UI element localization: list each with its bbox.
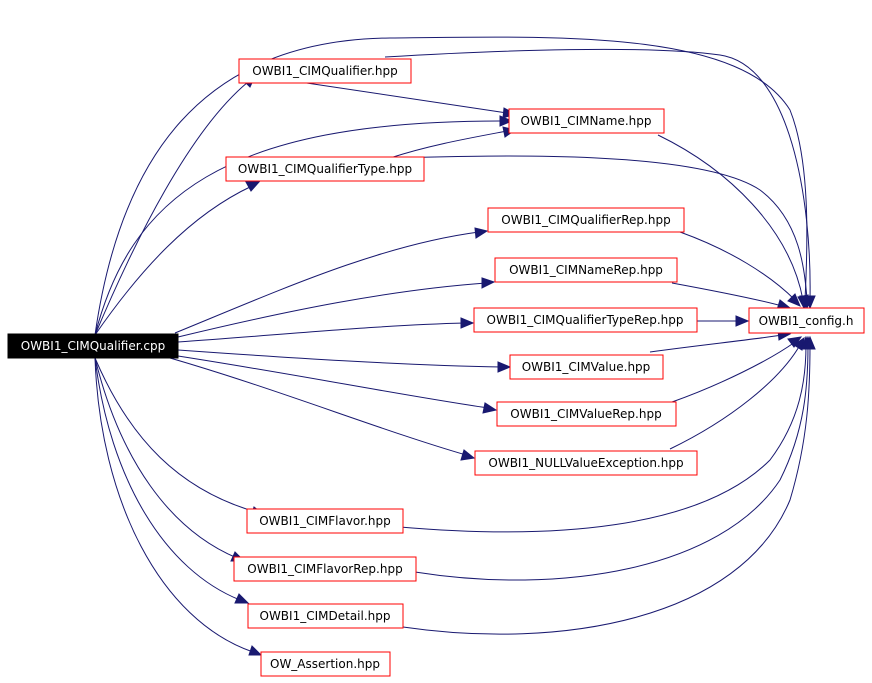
node-config-h[interactable]: OWBI1_config.h bbox=[748, 307, 865, 334]
node-label: OWBI1_CIMQualifier.cpp bbox=[21, 339, 165, 353]
node-qualifier-rep-hpp[interactable]: OWBI1_CIMQualifierRep.hpp bbox=[487, 207, 685, 233]
edge-root-to-flavor-hpp bbox=[94, 357, 257, 513]
edge-root-to-name-hpp bbox=[94, 120, 506, 336]
node-value-rep-hpp[interactable]: OWBI1_CIMValueRep.hpp bbox=[496, 401, 677, 427]
node-label: OWBI1_CIMName.hpp bbox=[520, 114, 651, 128]
node-value-hpp[interactable]: OWBI1_CIMValue.hpp bbox=[509, 354, 664, 380]
arrowhead bbox=[481, 277, 496, 289]
arrowhead bbox=[787, 293, 801, 307]
edge-name-rep-hpp-to-config-h bbox=[671, 282, 783, 307]
arrowhead bbox=[735, 315, 750, 327]
node-label: OWBI1_CIMQualifierRep.hpp bbox=[501, 213, 670, 227]
edge-root-to-null-value-exception-hpp bbox=[169, 357, 467, 456]
edge-name-hpp-to-config-h bbox=[657, 134, 804, 301]
node-name-hpp[interactable]: OWBI1_CIMName.hpp bbox=[508, 108, 665, 134]
node-flavor-rep-hpp[interactable]: OWBI1_CIMFlavorRep.hpp bbox=[233, 556, 417, 582]
edge-qualifier-type-hpp-to-config-h bbox=[394, 155, 808, 301]
edge-root-to-qualifier-hpp bbox=[94, 81, 249, 336]
edge-qualifier-hpp-to-config-h bbox=[384, 48, 811, 301]
edges bbox=[94, 36, 816, 656]
edge-root-to-detail-hpp bbox=[94, 357, 241, 601]
edge-flavor-hpp-to-config-h bbox=[399, 344, 807, 533]
edge-root-to-qualifier-type-rep-hpp bbox=[177, 322, 466, 343]
edge-value-hpp-to-config-h bbox=[649, 334, 783, 353]
arrowhead bbox=[245, 181, 261, 192]
arrowhead bbox=[234, 593, 250, 604]
node-root-cpp[interactable]: OWBI1_CIMQualifier.cpp bbox=[7, 333, 179, 359]
edge-root-to-config-h bbox=[94, 36, 808, 336]
node-label: OWBI1_CIMFlavorRep.hpp bbox=[247, 562, 402, 576]
edge-qualifier-type-hpp-to-name-hpp bbox=[389, 130, 508, 159]
node-label: OWBI1_NULLValueException.hpp bbox=[488, 456, 683, 470]
node-qualifier-type-rep-hpp[interactable]: OWBI1_CIMQualifierTypeRep.hpp bbox=[473, 307, 698, 333]
node-label: OWBI1_CIMQualifier.hpp bbox=[252, 64, 398, 78]
node-label: OWBI1_CIMValue.hpp bbox=[522, 360, 651, 374]
node-label: OWBI1_CIMValueRep.hpp bbox=[510, 407, 661, 421]
arrowhead bbox=[248, 645, 263, 656]
edge-root-to-value-hpp bbox=[177, 349, 503, 368]
arrowhead bbox=[460, 317, 475, 329]
edge-qualifier-hpp-to-name-hpp bbox=[299, 81, 508, 114]
node-label: OWBI1_config.h bbox=[759, 314, 854, 328]
node-qualifier-type-hpp[interactable]: OWBI1_CIMQualifierType.hpp bbox=[225, 156, 425, 182]
arrowhead bbox=[460, 449, 476, 461]
arrowhead bbox=[804, 335, 816, 350]
arrowhead bbox=[474, 227, 489, 239]
edge-root-to-name-rep-hpp bbox=[177, 282, 487, 338]
edge-qualifier-rep-hpp-to-config-h bbox=[679, 231, 796, 301]
node-name-rep-hpp[interactable]: OWBI1_CIMNameRep.hpp bbox=[494, 257, 678, 283]
node-label: OW_Assertion.hpp bbox=[270, 657, 380, 671]
node-assertion-hpp[interactable]: OW_Assertion.hpp bbox=[260, 651, 391, 677]
edge-value-rep-hpp-to-config-h bbox=[671, 341, 796, 403]
edge-root-to-assertion-hpp bbox=[94, 357, 254, 653]
edge-root-to-flavor-rep-hpp bbox=[94, 357, 238, 559]
edge-root-to-qualifier-rep-hpp bbox=[174, 231, 480, 334]
edge-root-to-value-rep-hpp bbox=[177, 355, 489, 409]
edge-root-to-qualifier-type-hpp bbox=[94, 185, 253, 336]
arrowhead bbox=[482, 402, 498, 414]
edge-flavor-rep-hpp-to-config-h bbox=[414, 344, 809, 581]
node-qualifier-hpp[interactable]: OWBI1_CIMQualifier.hpp bbox=[238, 58, 412, 84]
node-flavor-hpp[interactable]: OWBI1_CIMFlavor.hpp bbox=[246, 508, 404, 534]
node-detail-hpp[interactable]: OWBI1_CIMDetail.hpp bbox=[247, 603, 404, 629]
arrowhead bbox=[797, 294, 809, 310]
node-null-value-exception-hpp[interactable]: OWBI1_NULLValueException.hpp bbox=[474, 450, 698, 476]
edge-detail-hpp-to-config-h bbox=[402, 344, 811, 635]
node-label: OWBI1_CIMQualifierType.hpp bbox=[238, 162, 412, 176]
node-label: OWBI1_CIMNameRep.hpp bbox=[509, 263, 663, 277]
arrowhead bbox=[497, 361, 512, 373]
edge-null-value-exception-hpp-to-config-h bbox=[669, 344, 801, 450]
node-label: OWBI1_CIMQualifierTypeRep.hpp bbox=[487, 313, 684, 327]
node-label: OWBI1_CIMFlavor.hpp bbox=[259, 514, 391, 528]
node-label: OWBI1_CIMDetail.hpp bbox=[260, 609, 391, 623]
